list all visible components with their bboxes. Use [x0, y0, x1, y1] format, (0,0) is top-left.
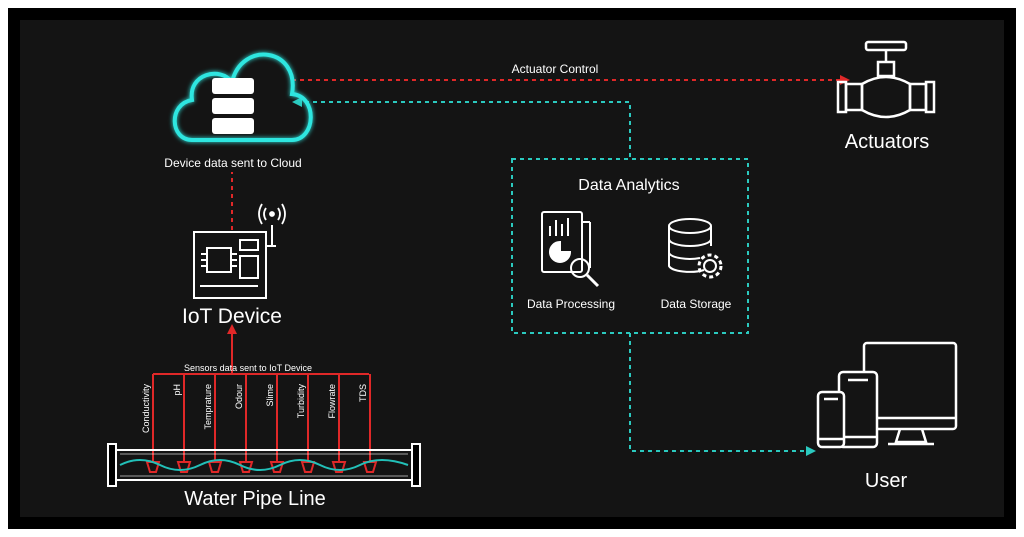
wifi-antenna-icon — [258, 203, 286, 225]
analytics-to-user-arrowhead — [806, 446, 816, 456]
sensor-label: Slime — [265, 384, 275, 407]
water-wave — [119, 459, 409, 471]
sensor-item: Conductivity — [141, 374, 161, 473]
data-storage-label: Data Storage — [661, 297, 732, 311]
data-storage-icon — [668, 218, 723, 279]
actuators-label: Actuators — [845, 131, 929, 153]
server-stack-icon — [212, 78, 254, 134]
sensor-label: Turbidity — [296, 384, 306, 419]
sensor-item: Turbidity — [296, 374, 316, 473]
sensor-label: Temprature — [203, 384, 213, 430]
sensor-probe-icon — [207, 461, 223, 473]
sensor-label: TDS — [358, 384, 368, 402]
pipe-icon — [107, 443, 421, 487]
sensor-item: Flowrate — [327, 374, 347, 473]
sensor-item: TDS — [358, 374, 378, 473]
cloud-icon — [172, 52, 313, 142]
sensor-label: Odour — [234, 384, 244, 409]
sensors-to-iot-arrowhead — [227, 324, 237, 334]
sensor-probe-icon — [176, 461, 192, 473]
valve-icon — [836, 40, 936, 119]
iot-device-label: IoT Device — [182, 305, 282, 328]
sensor-label: Flowrate — [327, 384, 337, 419]
phone-icon — [816, 390, 846, 449]
sensor-item: pH — [172, 374, 192, 473]
sensor-item: Odour — [234, 374, 254, 473]
sensor-item: Temprature — [203, 374, 223, 473]
analytics-to-cloud-link — [302, 101, 631, 157]
sensor-item: Slime — [265, 374, 285, 473]
data-processing-label: Data Processing — [527, 297, 615, 311]
sensor-probe-icon — [362, 461, 378, 473]
user-label: User — [865, 470, 908, 492]
sensor-probe-icon — [238, 461, 254, 473]
sensor-label: Conductivity — [141, 384, 151, 434]
sensor-probe-icon — [300, 461, 316, 473]
devices-icon — [816, 341, 958, 449]
analytics-label: Data Analytics — [578, 177, 679, 194]
actuator-control-label: Actuator Control — [512, 62, 599, 76]
iot-board-icon — [193, 225, 276, 299]
analytics-box — [511, 158, 749, 334]
analytics-to-user-link — [629, 333, 806, 452]
sensor-group: Conductivity pH Temprature Odour Slime Turbid… — [141, 374, 378, 473]
sensor-probe-icon — [331, 461, 347, 473]
analytics-to-cloud-arrowhead — [292, 97, 302, 107]
cloud-label: Device data sent to Cloud — [164, 156, 301, 170]
pipe-label: Water Pipe Line — [184, 488, 326, 510]
data-processing-icon — [541, 211, 600, 288]
sensor-label: pH — [172, 384, 182, 396]
sensors-sent-label: Sensors data sent to IoT Device — [184, 363, 312, 373]
